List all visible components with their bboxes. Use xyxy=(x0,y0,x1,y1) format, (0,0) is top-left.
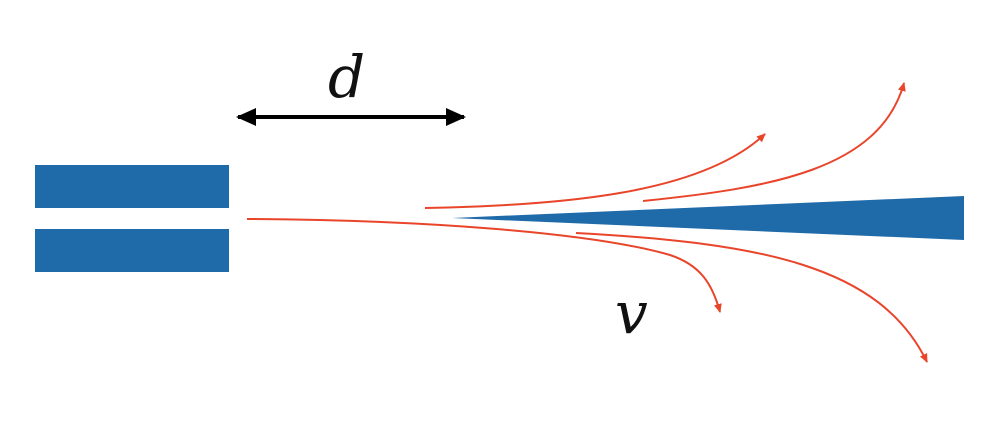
streamline-upper-inner xyxy=(424,133,766,209)
velocity-label: v xyxy=(615,279,648,347)
streamline-lower-outer xyxy=(575,232,928,363)
streamlines xyxy=(246,82,928,363)
nozzle-lower-plate xyxy=(35,229,229,272)
distance-label: d xyxy=(328,43,365,111)
nozzle-upper-plate xyxy=(35,165,229,208)
wedge-edge xyxy=(452,196,964,240)
streamline-jet xyxy=(246,218,722,313)
streamline-upper-outer xyxy=(642,82,906,202)
